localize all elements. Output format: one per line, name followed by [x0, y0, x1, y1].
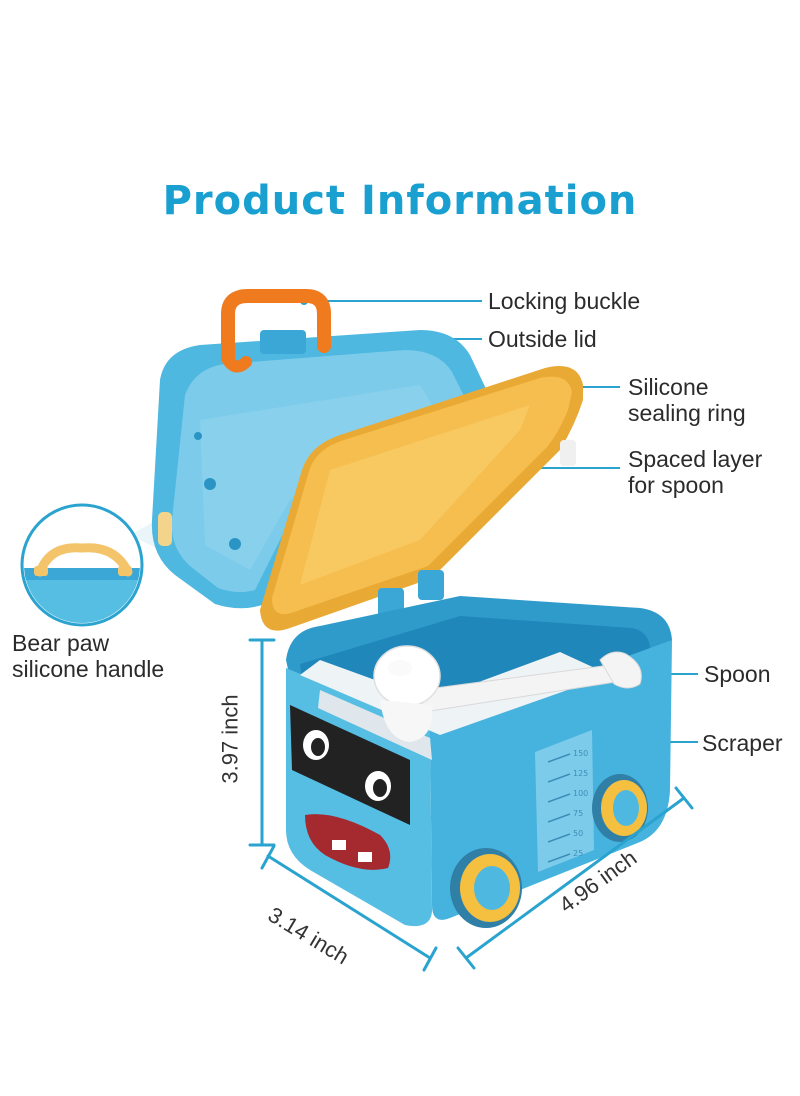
scale-mark: 25: [573, 849, 583, 858]
label-spoon: Spoon: [704, 661, 771, 687]
handle-detail-zoom: [20, 503, 172, 627]
label-outside-lid-text: Outside lid: [488, 326, 597, 352]
spoon: [373, 645, 642, 742]
label-spoon-text: Spoon: [704, 661, 771, 687]
scale-mark: 150: [573, 749, 588, 758]
label-locking-buckle-text: Locking buckle: [488, 288, 641, 314]
label-scraper: Scraper: [702, 730, 783, 756]
scale-mark: 125: [573, 769, 588, 778]
label-spaced-layer: Spaced layer for spoon: [628, 446, 762, 498]
locking-buckle: [221, 289, 331, 373]
scale-mark: 75: [573, 809, 583, 818]
robot-face: [290, 705, 410, 870]
spaced-layer-lid: [260, 366, 583, 631]
label-outside-lid: Outside lid: [488, 326, 597, 352]
label-locking-buckle: Locking buckle: [488, 288, 640, 314]
label-spaced-layer-line2: for spoon: [628, 472, 724, 498]
label-silicone-ring: Silicone sealing ring: [628, 374, 746, 426]
label-silicone-ring-line2: sealing ring: [628, 400, 746, 426]
label-silicone-ring-line1: Silicone: [628, 374, 709, 400]
page-title: Product Information: [162, 178, 638, 224]
measuring-scale: 150 125 100 75 50 25: [535, 730, 594, 872]
dimension-label-height: 3.97 inch: [217, 694, 243, 784]
label-bear-paw: Bear paw silicone handle: [12, 630, 164, 682]
dimension-lines: [248, 638, 694, 972]
label-scraper-text: Scraper: [702, 730, 783, 756]
label-bear-paw-line1: Bear paw: [12, 630, 110, 656]
scale-mark: 100: [573, 789, 588, 798]
scale-mark: 50: [573, 829, 583, 838]
dimension-line-depth: [266, 854, 432, 960]
dimension-line-width: [464, 796, 686, 960]
wheels: [450, 774, 648, 928]
label-bear-paw-line2: silicone handle: [12, 656, 165, 682]
label-spaced-layer-line1: Spaced layer: [628, 446, 763, 472]
